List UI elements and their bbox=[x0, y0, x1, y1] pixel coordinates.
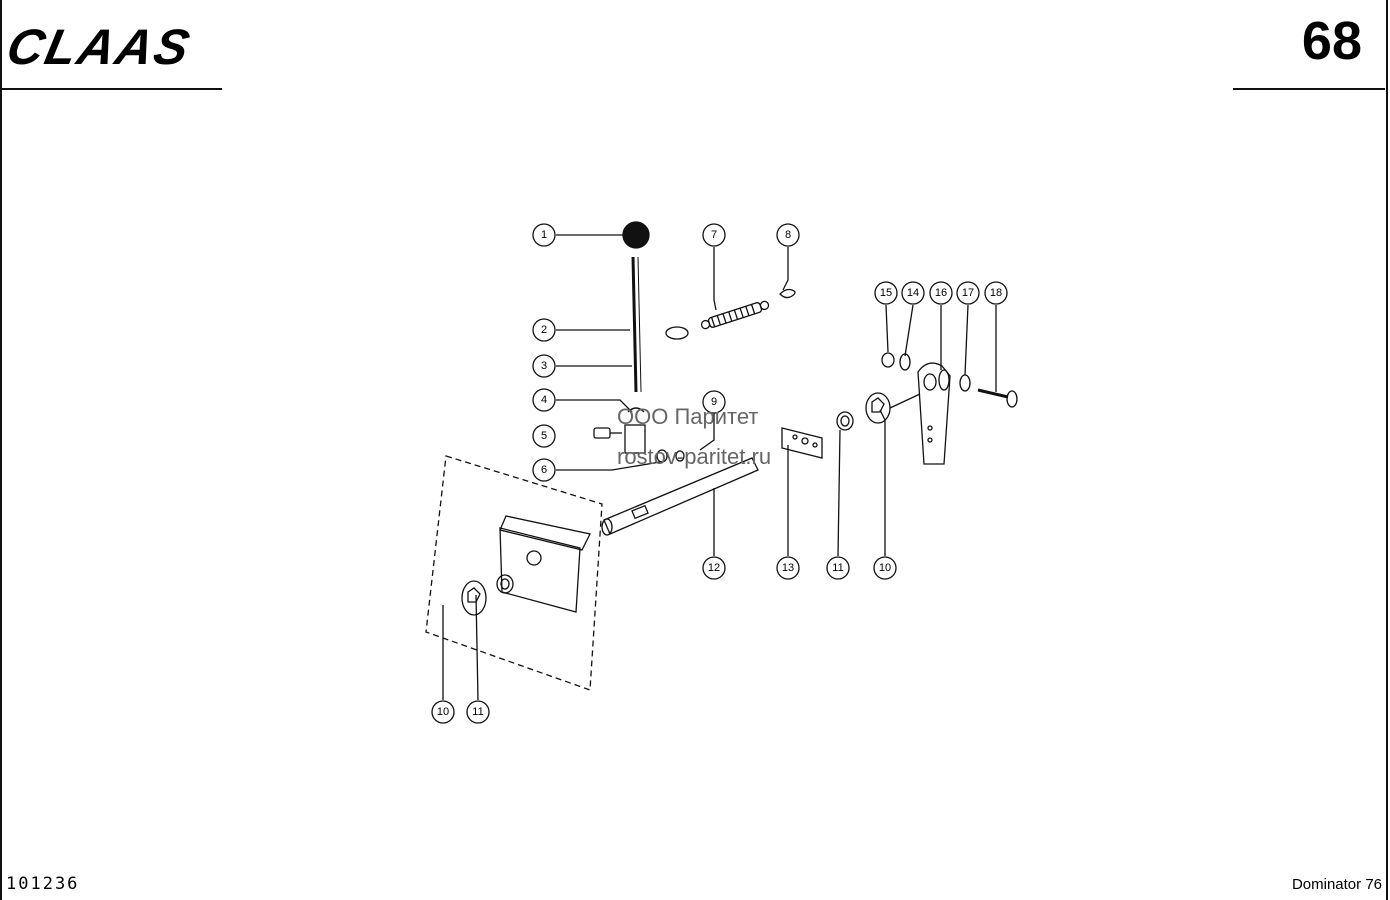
page-number-underline bbox=[1233, 88, 1385, 90]
callout-11 bbox=[826, 556, 850, 580]
callout-1 bbox=[532, 223, 556, 247]
callout-label-4: 4 bbox=[541, 394, 547, 406]
callout-10-lower bbox=[431, 700, 455, 724]
callout-9 bbox=[702, 390, 726, 414]
callout-15 bbox=[874, 281, 898, 305]
callout-label-6: 6 bbox=[541, 464, 547, 476]
callout-label-13: 13 bbox=[782, 562, 794, 574]
callout-label-8: 8 bbox=[785, 229, 791, 241]
watermark-url: rostov-paritet.ru bbox=[617, 444, 772, 469]
callout-label-10-lower: 10 bbox=[437, 706, 449, 718]
frame-right-border bbox=[1386, 0, 1388, 900]
document-code: 101236 bbox=[6, 874, 80, 894]
callout-13 bbox=[776, 556, 800, 580]
callout-label-14: 14 bbox=[907, 287, 919, 299]
callout-label-3: 3 bbox=[541, 360, 547, 372]
callout-label-15: 15 bbox=[880, 287, 892, 299]
callout-3 bbox=[532, 354, 556, 378]
callout-12 bbox=[702, 556, 726, 580]
callout-6 bbox=[532, 458, 556, 482]
watermark-company: ООО Паритет bbox=[617, 404, 759, 429]
callout-5 bbox=[532, 424, 556, 448]
callout-10 bbox=[873, 556, 897, 580]
page-number: 68 bbox=[1301, 11, 1362, 71]
callout-2 bbox=[532, 318, 556, 342]
callout-label-18: 18 bbox=[990, 287, 1002, 299]
callout-label-2: 2 bbox=[541, 324, 547, 336]
callout-label-7: 7 bbox=[711, 229, 717, 241]
callout-label-17: 17 bbox=[962, 287, 974, 299]
callout-16 bbox=[929, 281, 953, 305]
callout-11-lower bbox=[466, 700, 490, 724]
frame-left-border bbox=[0, 0, 2, 900]
callout-label-9: 9 bbox=[711, 396, 717, 408]
callout-label-10: 10 bbox=[879, 562, 891, 574]
callout-label-11-lower: 11 bbox=[472, 706, 483, 718]
model-name: Dominator 76 bbox=[1291, 876, 1382, 893]
callout-label-5: 5 bbox=[541, 430, 547, 442]
callout-7 bbox=[702, 223, 726, 247]
callout-label-12: 12 bbox=[708, 562, 720, 574]
logo-underline bbox=[0, 88, 222, 90]
callout-17 bbox=[956, 281, 980, 305]
callout-label-16: 16 bbox=[935, 287, 947, 299]
callout-4 bbox=[532, 388, 556, 412]
callout-label-11: 11 bbox=[832, 562, 843, 574]
callout-8 bbox=[776, 223, 800, 247]
callout-18 bbox=[984, 281, 1008, 305]
callout-label-1: 1 bbox=[541, 229, 547, 241]
callout-14 bbox=[901, 281, 925, 305]
